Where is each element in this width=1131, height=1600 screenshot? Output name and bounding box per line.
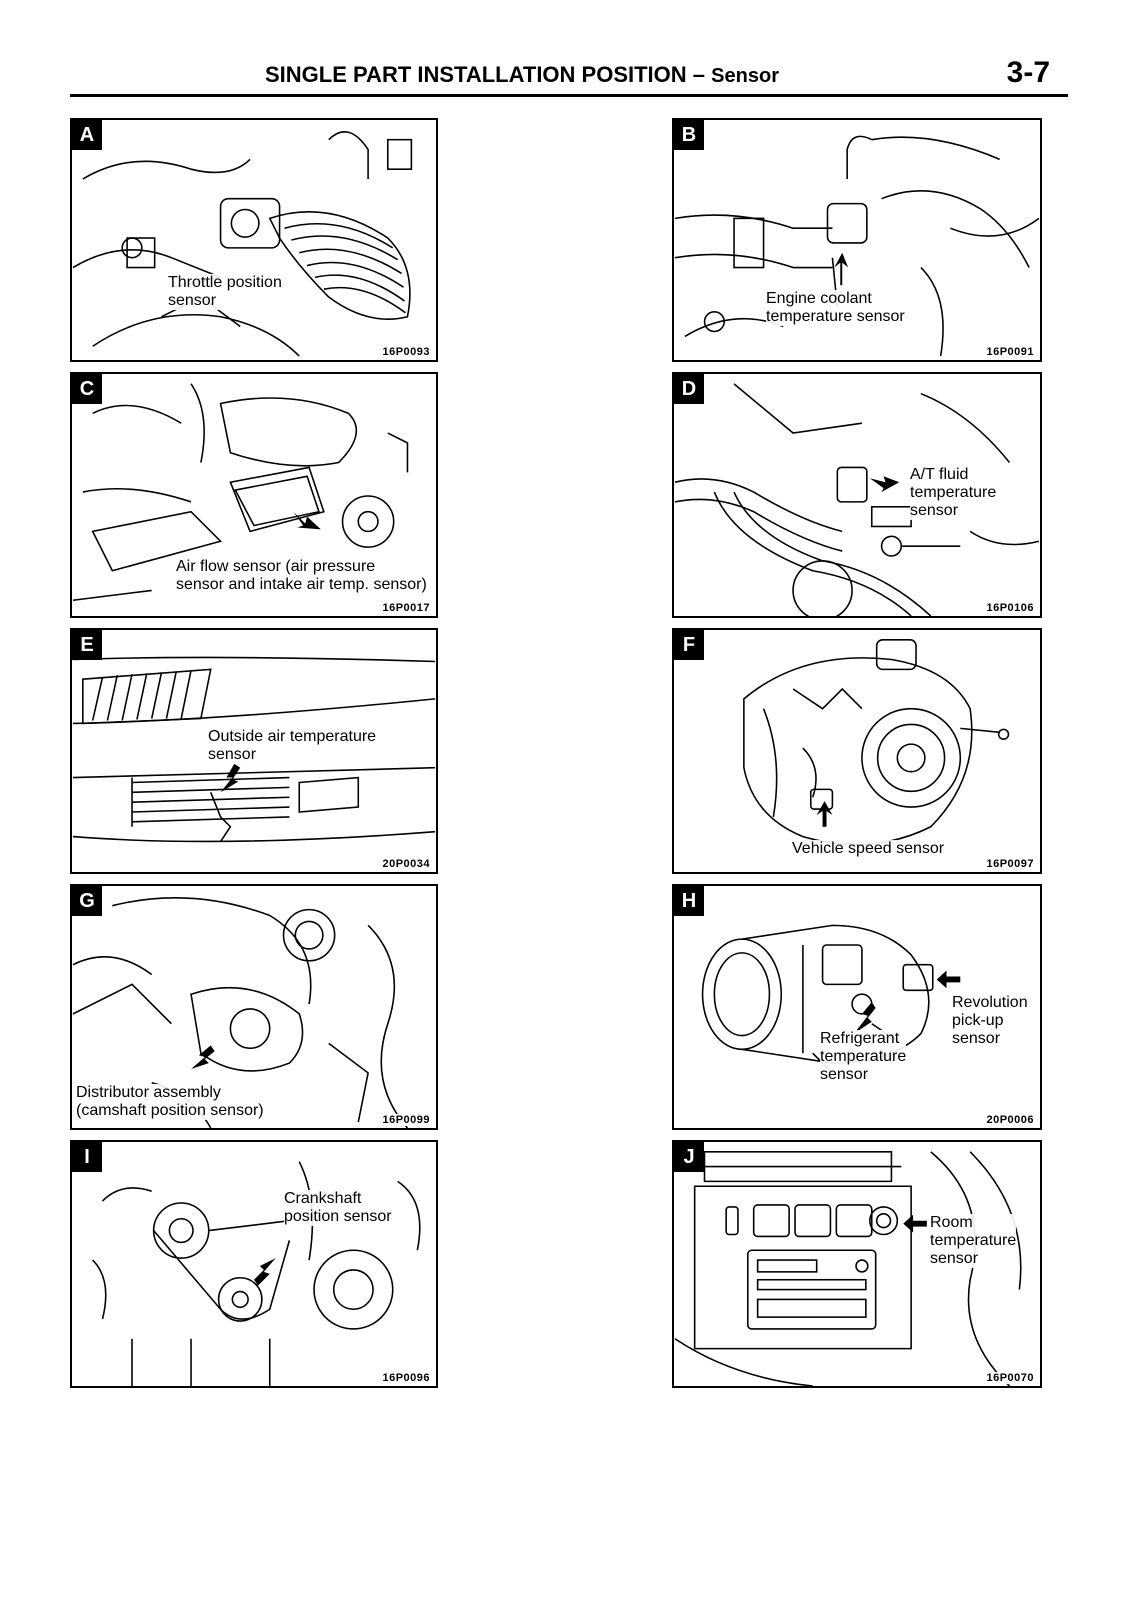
- label-line: Room: [930, 1214, 973, 1231]
- page-number: 3-7: [1006, 56, 1050, 89]
- label-line: sensor and intake air temp. sensor): [176, 576, 427, 593]
- page-header: SINGLE PART INSTALLATION POSITION – Sens…: [70, 56, 1068, 96]
- panel-letter: F: [674, 630, 704, 660]
- panel-g: G Distributor assembly (camshaft positio…: [70, 884, 438, 1130]
- callout-label: A/T fluid temperature sensor: [910, 466, 997, 520]
- panel-letter: A: [72, 120, 102, 150]
- panel-c: C Air flow sensor (air pressure sensor a…: [70, 372, 438, 618]
- panel-letter: D: [674, 374, 704, 404]
- panel-h: H Revolution pick-up sensor Refrigerant …: [672, 884, 1042, 1130]
- figure-code: 16P0099: [380, 1114, 432, 1126]
- callout-label: Engine coolant temperature sensor: [766, 290, 905, 326]
- panel-letter: B: [674, 120, 704, 150]
- panel-letter: C: [72, 374, 102, 404]
- callout-label: Throttle position sensor: [168, 274, 282, 310]
- callout-label: Distributor assembly (camshaft position …: [76, 1084, 264, 1120]
- panel-letter: I: [72, 1142, 102, 1172]
- figure-code: 20P0006: [984, 1114, 1036, 1126]
- label-line: sensor: [168, 292, 217, 309]
- label-line: A/T fluid: [910, 466, 969, 483]
- panel-letter: H: [674, 886, 704, 916]
- callout-label: Crankshaft position sensor: [284, 1190, 392, 1226]
- label-line: temperature: [910, 484, 997, 501]
- figure-code: 20P0034: [380, 858, 432, 870]
- header-rule: [70, 94, 1068, 97]
- transaxle-illustration: [743, 639, 1010, 846]
- label-line: temperature sensor: [766, 308, 905, 325]
- figure-code: 16P0017: [380, 602, 432, 614]
- label-line: sensor: [952, 1030, 1001, 1047]
- callout-label: Vehicle speed sensor: [792, 840, 945, 858]
- label-line: temperature: [930, 1232, 1017, 1249]
- crankshaft-pulley-illustration: [92, 1161, 421, 1386]
- panel-i: I Crankshaft position sensor 16P0096: [70, 1140, 438, 1388]
- panel-d: D A/T fluid temperature sensor 16P0106: [672, 372, 1042, 618]
- at-fluid-sensor-illustration: [674, 383, 1040, 616]
- label-line: temperature: [820, 1048, 907, 1065]
- page-title-dash: –: [692, 62, 706, 87]
- label-line: sensor: [820, 1066, 869, 1083]
- callout-label: Air flow sensor (air pressure sensor and…: [176, 558, 427, 594]
- label-line: sensor: [930, 1250, 979, 1267]
- label-line: Revolution: [952, 994, 1028, 1011]
- label-line: (camshaft position sensor): [76, 1102, 264, 1119]
- dashboard-panel-illustration: [674, 1151, 1022, 1386]
- panel-letter: G: [72, 886, 102, 916]
- figure-code: 16P0091: [984, 346, 1036, 358]
- label-line: Distributor assembly: [76, 1084, 221, 1101]
- front-grille-illustration: [72, 656, 436, 843]
- panel-f: F Vehicle speed sensor 16P0097: [672, 628, 1042, 874]
- page-title-main: SINGLE PART INSTALLATION POSITION: [265, 62, 687, 87]
- panel-letter: J: [674, 1142, 704, 1172]
- panel-e: E Outside air temperature sensor 20P0034: [70, 628, 438, 874]
- figure-code: 16P0097: [984, 858, 1036, 870]
- callout-label: Refrigerant temperature sensor: [820, 1030, 907, 1084]
- label-line: Throttle position: [168, 274, 282, 291]
- callout-label: Revolution pick-up sensor: [952, 994, 1028, 1048]
- label-line: sensor: [208, 746, 257, 763]
- figure-code: 16P0096: [380, 1372, 432, 1384]
- label-line: Outside air temperature: [208, 728, 377, 745]
- figure-code: 16P0106: [984, 602, 1036, 614]
- air-flow-sensor-illustration: [72, 383, 409, 602]
- page-title: SINGLE PART INSTALLATION POSITION – Sens…: [265, 62, 779, 88]
- label-line: pick-up: [952, 1012, 1004, 1029]
- label-line: position sensor: [284, 1208, 392, 1225]
- label-line: Engine coolant: [766, 290, 872, 307]
- label-line: Air flow sensor (air pressure: [176, 558, 376, 575]
- page-title-sub: Sensor: [711, 65, 779, 87]
- figure-code: 16P0093: [380, 346, 432, 358]
- callout-label: Room temperature sensor: [930, 1214, 1017, 1268]
- label-line: Vehicle speed sensor: [792, 840, 945, 857]
- panel-letter: E: [72, 630, 102, 660]
- panel-j: J Room temperature sensor 16P0070: [672, 1140, 1042, 1388]
- panel-b: B Engine coolant temperature sensor 16P0…: [672, 118, 1042, 362]
- panel-a: A Throttle position sensor 16P0093: [70, 118, 438, 362]
- figure-code: 16P0070: [984, 1372, 1036, 1384]
- throttle-body-illustration: [72, 131, 413, 357]
- callout-label: Outside air temperature sensor: [208, 728, 377, 764]
- label-line: Crankshaft: [284, 1190, 362, 1207]
- label-line: Refrigerant: [820, 1030, 900, 1047]
- label-line: sensor: [910, 502, 959, 519]
